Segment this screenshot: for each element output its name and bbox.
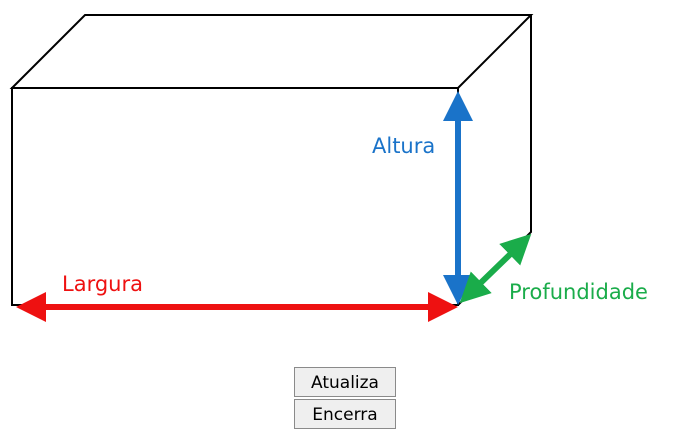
depth-arrow: [459, 233, 532, 304]
box-top-face: [9, 14, 534, 89]
depth-label: Profundidade: [509, 280, 648, 304]
height-label: Altura: [372, 134, 435, 158]
close-button[interactable]: Encerra: [294, 399, 396, 429]
update-button[interactable]: Atualiza: [294, 367, 396, 397]
box-side-edge: [457, 15, 532, 306]
box-outline: [9, 14, 534, 306]
width-label: Largura: [62, 272, 143, 296]
